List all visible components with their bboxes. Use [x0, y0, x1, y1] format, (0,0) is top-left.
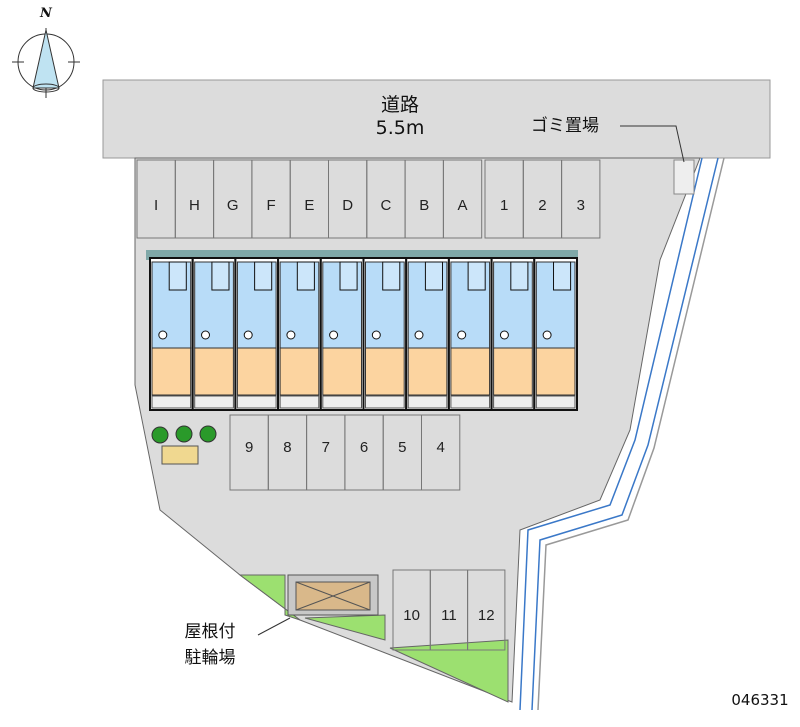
road-width: 5.5m — [375, 117, 425, 139]
green-area — [238, 574, 301, 621]
road-name: 道路 — [380, 94, 419, 116]
parking-stall-label: B — [419, 197, 430, 214]
green-area — [389, 639, 509, 703]
parking-stall-label: 9 — [244, 439, 254, 456]
parking-stall-label: 2 — [538, 197, 547, 214]
parking-stall-label: 12 — [477, 607, 495, 624]
parking-stall-label: D — [342, 197, 354, 214]
parking-stall-label: 8 — [283, 439, 292, 456]
parking-stall-label: 3 — [576, 197, 585, 214]
garbage-area — [673, 159, 695, 195]
bike-label-1: 屋根付 — [184, 622, 236, 642]
parking-stall-label: G — [226, 197, 239, 214]
code-label: 046331 — [731, 691, 789, 709]
garbage-label: ゴミ置場 — [531, 116, 599, 136]
parking-stall-label: 1 — [499, 197, 509, 214]
parking-stall — [421, 414, 461, 491]
green-area — [304, 614, 386, 641]
parking-stall — [561, 159, 601, 239]
apartment-unit — [149, 257, 194, 411]
water-channel — [519, 157, 725, 711]
bike-label-2: 駐輪場 — [184, 648, 236, 668]
apartment-unit — [533, 257, 578, 411]
apartment-unit — [405, 257, 450, 411]
parking-stall-label: 11 — [441, 607, 457, 624]
plants — [151, 425, 217, 465]
parking-stall-label: E — [304, 197, 315, 214]
apartment-unit — [490, 257, 536, 411]
north-arrow-icon — [12, 28, 80, 98]
apartment-unit — [362, 257, 408, 411]
apartment-unit — [277, 257, 322, 411]
parking-stall-label: 10 — [403, 607, 420, 624]
parking-stall-label: 4 — [436, 439, 445, 456]
apartment-unit — [234, 257, 280, 411]
apartment-unit — [191, 257, 237, 411]
parking-stall-label: I — [154, 197, 159, 214]
parking-stall-label: 7 — [321, 439, 330, 456]
parking-stall-label: H — [189, 197, 200, 214]
bike-shed — [257, 574, 379, 636]
parking-stall — [442, 159, 483, 239]
parking-stall-label: 6 — [359, 439, 369, 456]
parking-stall-label: C — [380, 197, 392, 214]
apartment-unit — [319, 257, 365, 411]
north-label: N — [40, 6, 52, 21]
road — [102, 79, 771, 159]
parking-stall-label: A — [457, 197, 468, 214]
apartment-unit — [447, 257, 493, 411]
parking-stall-label: F — [266, 197, 276, 214]
parking-stall-label: 5 — [398, 439, 407, 456]
parking-stall — [467, 569, 506, 651]
